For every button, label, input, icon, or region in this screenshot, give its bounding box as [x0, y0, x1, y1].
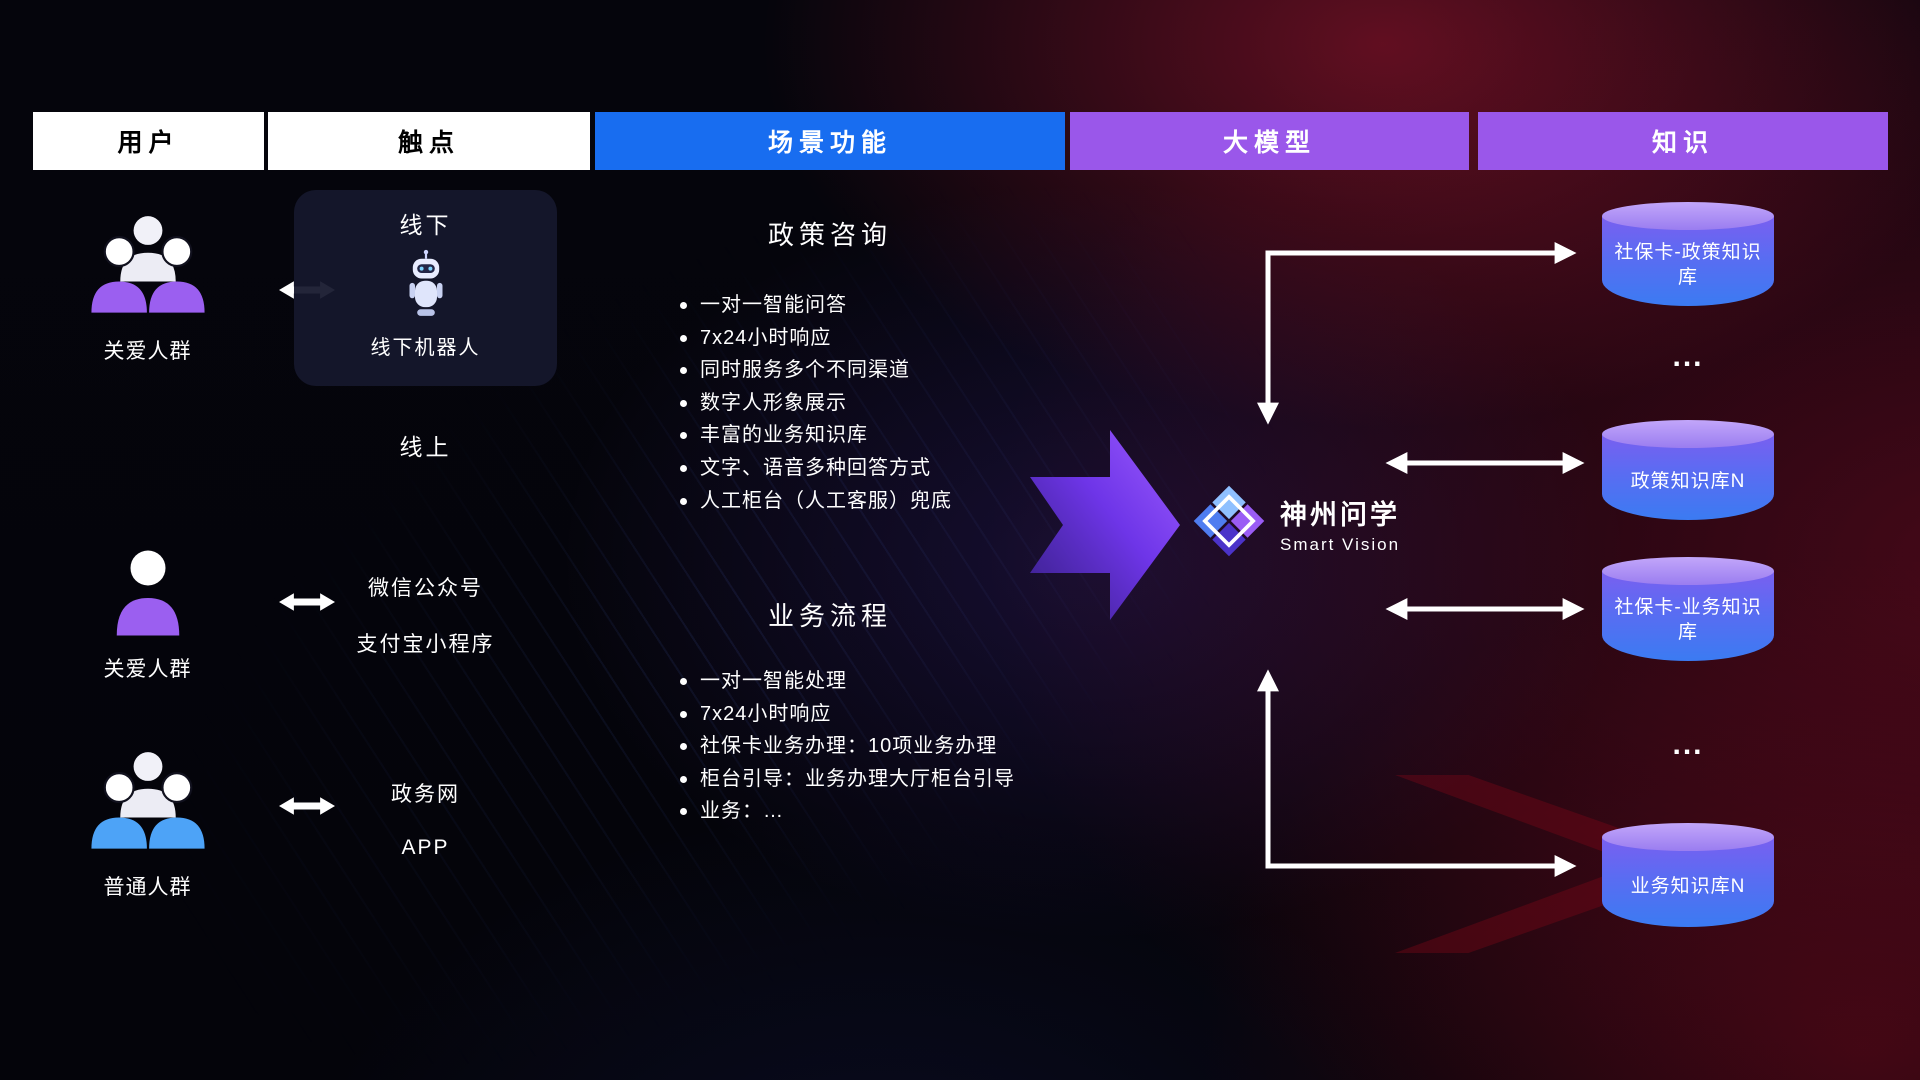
cylinder-body	[1602, 434, 1774, 520]
model-name: 神州问学	[1280, 499, 1400, 530]
double-arrow-icon	[279, 793, 335, 824]
header-model: 大模型	[1070, 112, 1469, 170]
bullet-dot	[680, 808, 687, 816]
list-item: 一对一智能问答	[680, 289, 952, 322]
ellipsis-more: ...	[1672, 728, 1704, 761]
cylinder-body	[1602, 837, 1774, 927]
flow-arrow-icon	[1030, 430, 1180, 625]
bullet-text: 柜台引导：业务办理大厅柜台引导	[700, 767, 1015, 790]
cylinder-top	[1602, 823, 1774, 851]
offline-robot-label: 线下机器人	[370, 337, 481, 359]
touchpoint-alipay: 支付宝小程序	[356, 633, 495, 656]
model-logo: 神州问学 Smart Vision	[1190, 482, 1400, 565]
list-item: 7x24小时响应	[680, 322, 952, 355]
list-item: 人工柜台（人工客服）兜底	[680, 485, 952, 518]
user-label: 普通人群	[103, 876, 192, 899]
bullet-text: 一对一智能处理	[700, 670, 847, 692]
cylinder-body	[1602, 216, 1774, 306]
offline-touchpoint-card: 线下 线下机器人	[294, 190, 557, 386]
bullet-dot	[680, 464, 687, 472]
header-knowledge: 知识	[1478, 112, 1888, 170]
model-subtitle: Smart Vision	[1280, 534, 1401, 554]
bullet-dot	[680, 743, 687, 751]
bullet-dot	[680, 367, 687, 375]
list-item: 业务：…	[680, 795, 1015, 828]
bullet-text: 7x24小时响应	[700, 702, 832, 725]
bullet-dot	[680, 334, 687, 342]
smart-vision-logo-icon	[1190, 482, 1268, 565]
ellipsis-more: ...	[1672, 340, 1704, 373]
list-item: 柜台引导：业务办理大厅柜台引导	[680, 763, 1015, 796]
bullet-text: 丰富的业务知识库	[700, 424, 868, 447]
bullet-text: 社保卡业务办理：10项业务办理	[700, 735, 998, 758]
kb-label: 政策知识库N	[1630, 470, 1746, 492]
header-touchpoints: 触点	[268, 112, 590, 170]
robot-icon	[404, 248, 448, 325]
list-item: 文字、语音多种回答方式	[680, 452, 952, 485]
bullet-dot	[680, 432, 687, 440]
cylinder-top	[1602, 420, 1774, 448]
cylinder-top	[1602, 202, 1774, 230]
offline-title: 线下	[399, 212, 452, 238]
bullet-dot	[680, 678, 687, 685]
header-scenes: 场景功能	[595, 112, 1065, 170]
user-label: 关爱人群	[103, 658, 192, 681]
bullet-dot	[680, 302, 687, 309]
touchpoint-govweb: 政务网	[391, 783, 460, 806]
bullet-text: 数字人形象展示	[700, 391, 847, 414]
user-single-care: 关爱人群	[55, 548, 240, 683]
bullet-text: 人工柜台（人工客服）兜底	[700, 489, 952, 512]
kb-cylinder-business-n: 业务知识库N	[1602, 823, 1774, 927]
list-item: 同时服务多个不同渠道	[680, 354, 952, 387]
bullet-text: 7x24小时响应	[700, 326, 832, 349]
bullet-dot	[680, 399, 687, 407]
list-item: 丰富的业务知识库	[680, 419, 952, 452]
bullet-dot	[680, 775, 687, 783]
policy-bullet-list: 一对一智能问答 7x24小时响应 同时服务多个不同渠道 数字人形象展示 丰富的业…	[680, 289, 952, 517]
kb-label: 社保卡-政策知识库	[1614, 242, 1762, 288]
kb-cylinder-policy-n: 政策知识库N	[1602, 420, 1774, 520]
online-title: 线上	[399, 434, 452, 460]
bullet-dot	[680, 497, 687, 505]
scene-title-business: 业务流程	[767, 601, 892, 631]
kb-cylinder-policy-ss: 社保卡-政策知识库	[1602, 202, 1774, 306]
cylinder-top	[1602, 557, 1774, 585]
header-users: 用户	[33, 112, 264, 170]
list-item: 数字人形象展示	[680, 387, 952, 420]
cylinder-body	[1602, 571, 1774, 661]
bullet-text: 一对一智能问答	[700, 294, 847, 316]
kb-label: 社保卡-业务知识库	[1614, 597, 1762, 643]
group-people-purple-icon	[87, 216, 209, 324]
business-bullet-list: 一对一智能处理 7x24小时响应 社保卡业务办理：10项业务办理 柜台引导：业务…	[680, 665, 1015, 828]
scene-title-policy: 政策咨询	[767, 220, 892, 250]
user-group-general: 普通人群	[55, 748, 240, 901]
list-item: 7x24小时响应	[680, 698, 1015, 731]
list-item: 社保卡业务办理：10项业务办理	[680, 730, 1015, 763]
touchpoint-wechat: 微信公众号	[368, 577, 483, 600]
kb-label: 业务知识库N	[1630, 875, 1746, 897]
double-arrow-icon	[279, 589, 335, 620]
user-group-care-1: 关爱人群	[55, 212, 240, 365]
single-person-purple-icon	[112, 550, 184, 642]
bullet-text: 文字、语音多种回答方式	[700, 456, 931, 479]
kb-cylinder-business-ss: 社保卡-业务知识库	[1602, 557, 1774, 661]
group-people-blue-icon	[87, 752, 209, 860]
list-item: 一对一智能处理	[680, 665, 1015, 698]
touchpoint-app: APP	[401, 836, 450, 859]
bullet-text: 业务：…	[700, 800, 784, 823]
bullet-dot	[680, 710, 687, 718]
bullet-text: 同时服务多个不同渠道	[700, 359, 910, 382]
user-label: 关爱人群	[103, 340, 192, 363]
